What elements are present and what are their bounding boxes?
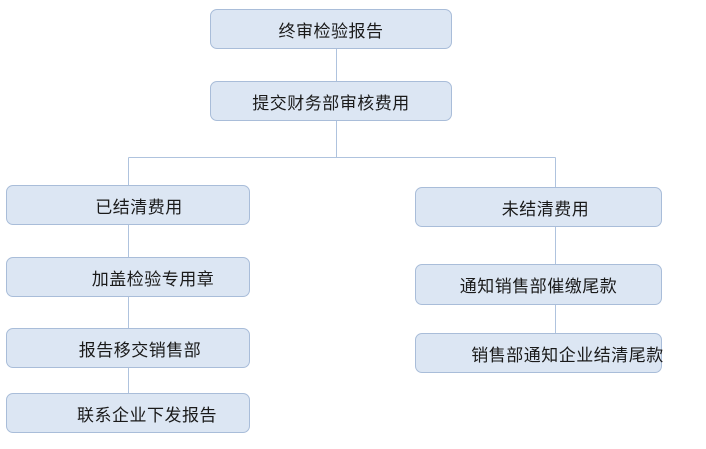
node-unsettled-label: 未结清费用 [501, 199, 590, 219]
node-submit-finance-label: 提交财务部审核费用 [252, 93, 410, 113]
node-sales-notify-enterprise: 销售部通知企业结清尾款 [415, 333, 664, 373]
node-sales-notify-enterprise-label: 销售部通知企业结清尾款 [471, 345, 664, 365]
node-unsettled: 未结清费用 [415, 187, 662, 227]
node-transfer-sales-label: 报告移交销售部 [78, 340, 202, 360]
node-contact-enterprise-label: 联系企业下发报告 [77, 405, 217, 425]
node-final-report: 终审检验报告 [210, 9, 452, 49]
node-final-report-label: 终审检验报告 [278, 21, 384, 41]
node-submit-finance: 提交财务部审核费用 [210, 81, 452, 121]
node-settled: 已结清费用 [6, 185, 250, 225]
node-notify-sales-label: 通知销售部催缴尾款 [459, 277, 618, 296]
node-stamp-seal-label: 加盖检验专用章 [91, 269, 215, 289]
node-stamp-seal: 加盖检验专用章 [6, 257, 250, 297]
node-contact-enterprise: 联系企业下发报告 [6, 393, 250, 433]
node-notify-sales: 通知销售部催缴尾款 [415, 264, 662, 305]
node-settled-label: 已结清费用 [95, 197, 183, 217]
node-transfer-sales: 报告移交销售部 [6, 328, 250, 368]
